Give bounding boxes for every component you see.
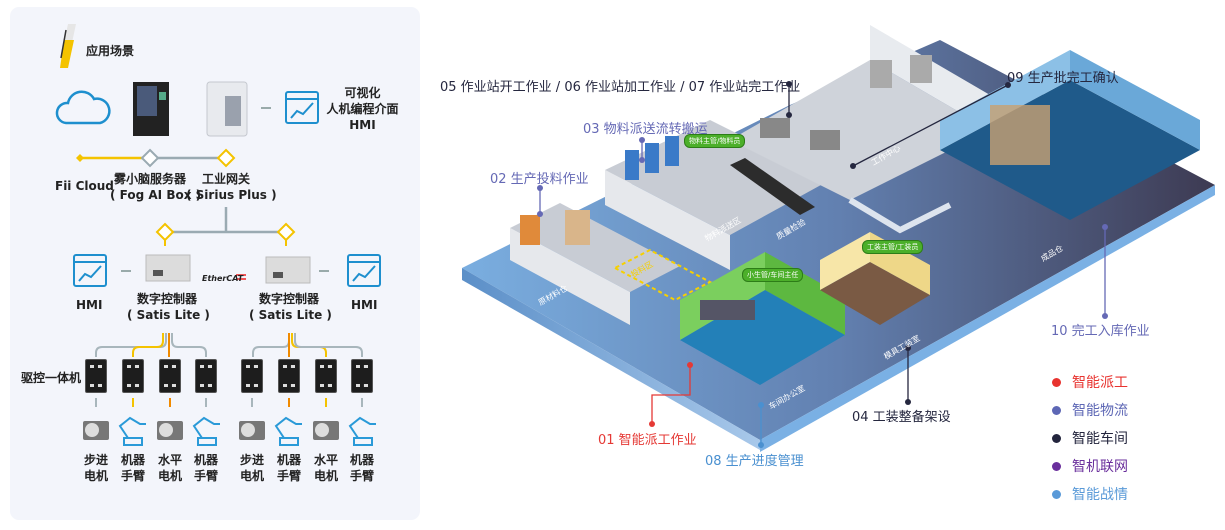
legend-dot-icon: [1052, 489, 1061, 499]
cloud-icon: [55, 90, 111, 125]
device-label-stepper-motor: 步进电机: [239, 453, 264, 483]
legend-item: 智能车间: [1052, 428, 1128, 448]
drive-unit: [159, 359, 181, 393]
step-03-label: 03 物料派送流转搬运: [583, 122, 708, 137]
device-label-robot-arm: 机器手臂: [120, 453, 145, 483]
device-label-robot-arm: 机器手臂: [193, 453, 218, 483]
drive-unit-label: 驱控一体机: [21, 371, 82, 385]
hmi-icon-top: [285, 91, 319, 124]
work-center: [730, 60, 990, 200]
hmi-left-label: HMI: [76, 298, 103, 312]
sirius-plus-label: 工业网关( Sirius Plus ): [186, 172, 277, 202]
fog-ai-box-label: 雾小脑服务器( Fog AI Box ): [110, 172, 202, 202]
ethercat-logo: EtherCAT: [202, 274, 244, 283]
stepper-motor-icon: [157, 421, 183, 440]
raw-material-warehouse: [510, 203, 680, 292]
drive-unit: [85, 359, 107, 393]
device-label-stepper-motor: 水平电机: [313, 453, 338, 483]
stepper-motor-icon: [239, 421, 265, 440]
stepper-motor-icon: [313, 421, 339, 440]
conveyor: [730, 158, 815, 215]
drive-unit: [241, 359, 263, 393]
step-10-label: 10 完工入库作业: [1051, 324, 1150, 339]
legend-label: 智能车间: [1072, 431, 1128, 447]
step-09-label: 09 生产批完工确认: [1007, 71, 1119, 86]
legend-label: 智能物流: [1072, 403, 1128, 419]
stepper-motor-icon: [83, 421, 109, 440]
legend-label: 智能战情: [1072, 487, 1128, 503]
title-brush-icon: [60, 24, 76, 68]
robot-arm-icon: [348, 416, 376, 446]
robot-arm-icon: [192, 416, 220, 446]
drive-unit: [315, 359, 337, 393]
drive-unit: [351, 359, 373, 393]
legend-dot-icon: [1052, 405, 1061, 415]
step-01-label: 01 智能派工作业: [598, 433, 697, 448]
satis-lite-controller-right-image: [265, 256, 311, 284]
drive-unit: [122, 359, 144, 393]
device-label-stepper-motor: 步进电机: [83, 453, 108, 483]
satis-lite-left-label: 数字控制器( Satis Lite ): [127, 292, 210, 322]
step-04-label: 04 工装整备架设: [852, 410, 951, 425]
fii-cloud-label: Fii Cloud: [55, 179, 114, 193]
tooling-role-tag: 工装主管/工装员: [862, 240, 924, 254]
sirius-plus-gateway-image: [206, 81, 248, 137]
legend-item: 智能派工: [1052, 372, 1128, 392]
legend-label: 智能派工: [1072, 375, 1128, 391]
robot-arm-icon: [274, 416, 302, 446]
hmi-icon-left: [73, 254, 107, 287]
material-dispatch-area: [605, 120, 830, 235]
step-05-07-label: 05 作业站开工作业 / 06 作业站加工作业 / 07 作业站完工作业: [440, 80, 801, 95]
topology-lines: [55, 24, 381, 446]
step-02-label: 02 生产投料作业: [490, 172, 589, 187]
legend-item: 智机联网: [1052, 456, 1128, 476]
legend-item: 智能战情: [1052, 484, 1128, 504]
legend-dot-icon: [1052, 461, 1061, 471]
panel-title: 应用场景: [86, 44, 135, 58]
smart-factory-illustration: [462, 25, 1215, 452]
device-label-robot-arm: 机器手臂: [349, 453, 374, 483]
hmi-icon-right: [347, 254, 381, 287]
drive-unit: [278, 359, 300, 393]
satis-lite-controller-left-image: [145, 254, 191, 282]
office-role-tag: 小生管/车间主任: [742, 268, 804, 282]
satis-lite-right-label: 数字控制器( Satis Lite ): [249, 292, 332, 322]
legend-dot-icon: [1052, 433, 1061, 443]
legend-item: 智能物流: [1052, 400, 1128, 420]
workshop-office: [680, 290, 845, 385]
ethercat-arrow-icon: [236, 274, 246, 280]
step-08-label: 08 生产进度管理: [705, 454, 804, 469]
legend-label: 智机联网: [1072, 459, 1128, 475]
device-label-stepper-motor: 水平电机: [157, 453, 182, 483]
tooling-room: [820, 262, 930, 325]
robot-arm-icon: [118, 416, 146, 446]
feed-area: [612, 248, 713, 302]
fog-ai-box-image: [133, 82, 169, 136]
device-label-robot-arm: 机器手臂: [276, 453, 301, 483]
material-role-tag: 物料主管/物料员: [684, 134, 746, 148]
hmi-right-label: HMI: [351, 298, 378, 312]
drive-unit: [195, 359, 217, 393]
legend-dot-icon: [1052, 377, 1061, 387]
